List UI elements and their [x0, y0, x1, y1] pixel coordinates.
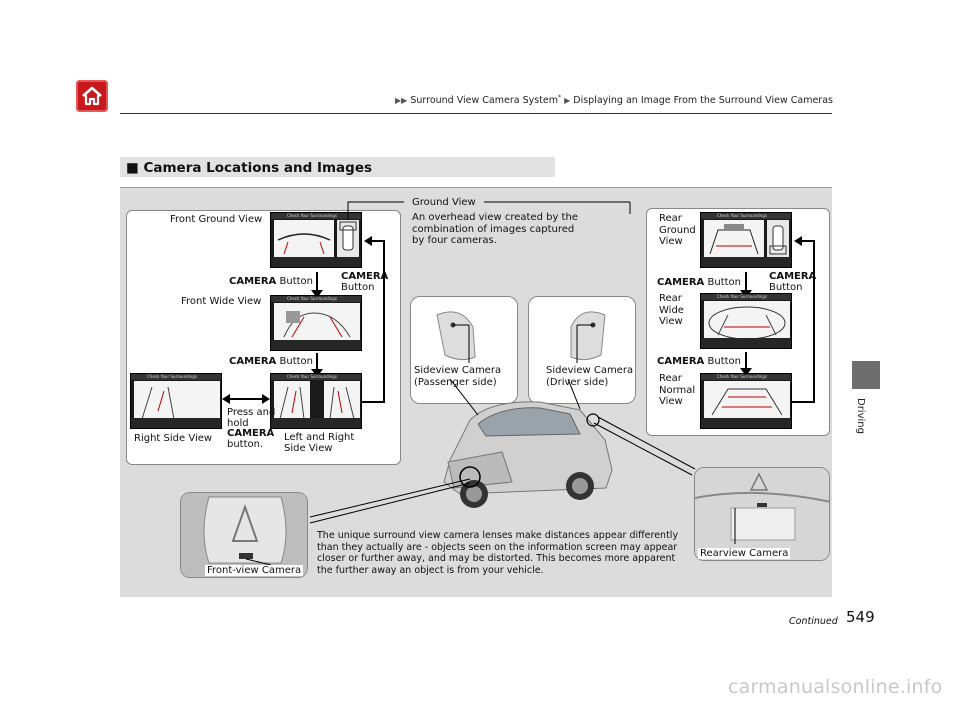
arrow-down-icon [311, 272, 323, 298]
sideview-driver-label: Sideview Camera(Driver side) [546, 365, 634, 388]
side-tab-label: Driving [855, 398, 866, 434]
right-side-screen: Check Your Surroundings [130, 373, 222, 429]
front-ground-view-label: Front Ground View [170, 214, 263, 225]
tailgate-illustration [695, 468, 829, 560]
rear-normal-screen: Check Your Surroundings [700, 373, 792, 429]
sideview-passenger-inset [410, 296, 518, 404]
front-view-camera-inset [180, 492, 308, 578]
square-bullet-icon: ■ [126, 160, 139, 176]
loop-arrow-icon [792, 236, 815, 403]
section-heading-bar [120, 157, 555, 177]
camera-button-label-2: CAMERA Button [229, 356, 313, 367]
screen-banner: Check Your Surroundings [271, 296, 361, 302]
side-tab-marker[interactable] [852, 361, 880, 389]
camera-button-label-3: CAMERA Button [657, 277, 741, 288]
sideview-driver-inset [528, 296, 636, 404]
section-title: Camera Locations and Images [143, 160, 373, 176]
watermark: carmanualsonline.info [728, 676, 943, 698]
right-side-view-label: Right Side View [134, 433, 213, 444]
camera-button-label-4: CAMERA Button [657, 356, 741, 367]
breadcrumb-link-surround-view[interactable]: Surround View Camera System [410, 95, 559, 107]
double-triangle-icon: ▶▶ [395, 96, 408, 106]
ground-view-leader [347, 201, 631, 220]
rearview-camera-inset [694, 467, 830, 561]
rearview-camera-label: Rearview Camera [698, 548, 791, 559]
home-icon [82, 86, 102, 106]
arrow-down-icon [740, 352, 752, 376]
triangle-icon: ▶ [564, 96, 571, 106]
front-ground-screen: Check Your Surroundings [270, 212, 362, 268]
header-divider [120, 113, 832, 114]
front-view-camera-label: Front-view Camera [205, 565, 304, 576]
sideview-passenger-label: Sideview Camera(Passenger side) [414, 365, 502, 388]
screen-banner: Check Your Surroundings [271, 213, 361, 219]
front-wide-screen: Check Your Surroundings [270, 295, 362, 351]
press-hold-instruction: Press and hold CAMERA button. [227, 407, 276, 450]
screen-banner: Check Your Surroundings [131, 374, 221, 380]
side-mirror-illustration [436, 311, 476, 363]
front-grille-illustration [181, 493, 307, 577]
left-right-side-screen: Check Your Surroundings [270, 373, 362, 429]
vehicle-illustration [443, 401, 613, 508]
page-number: 549 [846, 608, 875, 626]
front-wide-view-label: Front Wide View [181, 296, 262, 307]
breadcrumb: ▶▶ Surround View Camera System* ▶ Displa… [395, 94, 833, 106]
ground-view-description: An overhead view created by the combinat… [412, 212, 578, 246]
home-button[interactable] [76, 80, 108, 112]
rear-ground-screen: Check Your Surroundings [700, 212, 792, 268]
breadcrumb-star: * [558, 94, 562, 101]
screen-banner: Check Your Surroundings [701, 213, 791, 219]
camera-leader-lines [309, 378, 696, 524]
distance-distortion-note: The unique surround view camera lenses m… [317, 530, 679, 576]
screen-banner: Check Your Surroundings [701, 294, 791, 300]
camera-button-label-1: CAMERA Button [229, 276, 313, 287]
section-heading: ■ Camera Locations and Images [126, 160, 372, 176]
double-arrow-icon [222, 394, 270, 404]
ground-view-title: Ground View [412, 197, 476, 208]
breadcrumb-current: Displaying an Image From the Surround Vi… [573, 95, 833, 107]
side-mirror-illustration [570, 311, 606, 363]
rear-wide-screen: Check Your Surroundings [700, 293, 792, 349]
screen-banner: Check Your Surroundings [271, 374, 361, 380]
loop-arrow-icon [362, 236, 385, 403]
screen-banner: Check Your Surroundings [701, 374, 791, 380]
continued-label: Continued [789, 616, 838, 627]
